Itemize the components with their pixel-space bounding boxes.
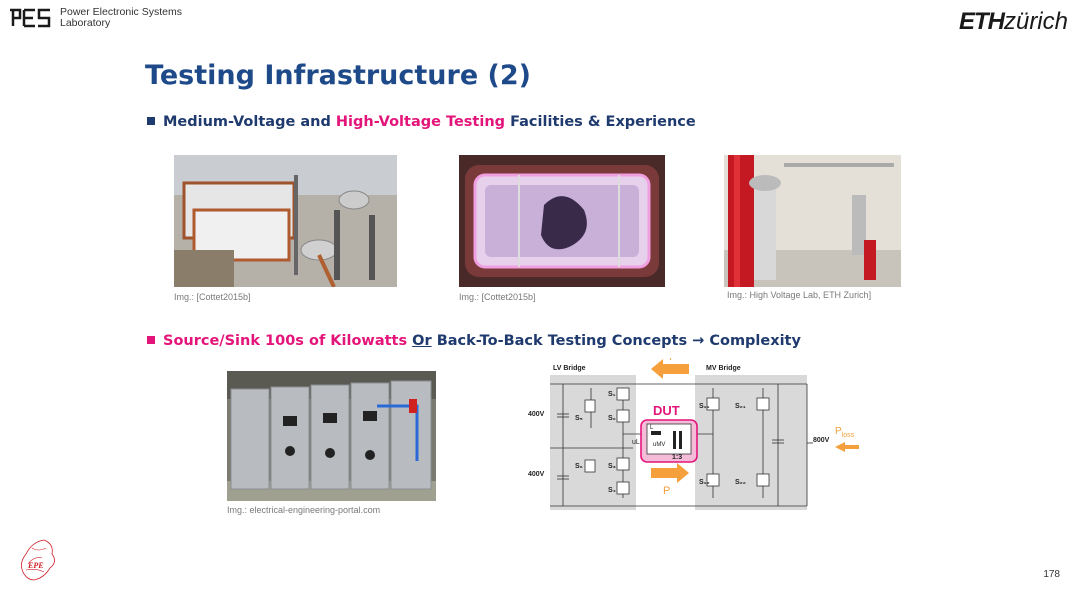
bullet1-highlight: High-Voltage Testing bbox=[335, 114, 506, 130]
caption-img4: Img.: electrical-engineering-portal.com bbox=[227, 505, 381, 515]
pes-logo-icon bbox=[10, 8, 51, 28]
bullet-hv-testing: Medium-Voltage and High-Voltage Testing … bbox=[147, 114, 696, 130]
lab-name-line2: Laboratory bbox=[60, 17, 111, 29]
svg-text:EPE: EPE bbox=[27, 561, 44, 570]
switch-s5: S₅ bbox=[575, 415, 583, 422]
power-arrow-top-icon bbox=[651, 359, 689, 379]
p-top-label: P bbox=[669, 358, 676, 363]
switch-s3: S₃ bbox=[608, 463, 616, 470]
bullet1-part1: Medium-Voltage and bbox=[163, 114, 336, 130]
bullet1-part3: Facilities & Experience bbox=[505, 114, 696, 130]
bullet2-part3: Back-To-Back Testing Concepts → Complexi… bbox=[431, 333, 801, 349]
hv-lab-photo bbox=[724, 155, 901, 287]
lab-name: Power Electronic Systems Laboratory bbox=[60, 7, 182, 29]
bullet-square-icon bbox=[147, 336, 155, 344]
lv-bridge-label: LV Bridge bbox=[553, 365, 586, 372]
voltage-400v-top: 400V bbox=[528, 411, 545, 418]
switch-s22: S₂₂ bbox=[735, 479, 746, 486]
mv-bridge-shade bbox=[695, 375, 807, 510]
voltage-400v-bottom: 400V bbox=[528, 471, 545, 478]
voltage-800v: 800V bbox=[813, 437, 830, 444]
switch-s1: S₁ bbox=[608, 391, 616, 398]
eth-logo-rest: zürich bbox=[1003, 8, 1068, 35]
mv-bridge-label: MV Bridge bbox=[706, 365, 741, 372]
caption-img1: Img.: [Cottet2015b] bbox=[174, 292, 251, 302]
bullet2-part1: Source/Sink 100s of Kilowatts bbox=[163, 333, 413, 349]
label-ul: uL bbox=[632, 439, 640, 446]
bullet-source-sink: Source/Sink 100s of Kilowatts Or Back-To… bbox=[147, 333, 801, 349]
label-l: L bbox=[650, 425, 654, 431]
slide-title: Testing Infrastructure (2) bbox=[145, 60, 532, 91]
ploss-label: Ploss bbox=[835, 426, 855, 439]
switchgear-photo bbox=[227, 371, 436, 501]
ploss-arrow-icon bbox=[835, 442, 859, 452]
transformer-ratio: 1:3 bbox=[672, 454, 682, 461]
back-to-back-schematic: LV Bridge MV Bridge P P 400V 400V 800V S… bbox=[528, 358, 859, 510]
switch-s21: S₂₁ bbox=[735, 403, 746, 410]
epe-logo-icon: EPE bbox=[21, 539, 55, 581]
switch-s6: S₆ bbox=[575, 463, 583, 470]
lab-name-line1: Power Electronic Systems bbox=[60, 6, 182, 18]
page-number: 178 bbox=[1043, 569, 1060, 580]
dut-label: DUT bbox=[653, 403, 680, 418]
p-bottom-label: P bbox=[663, 485, 670, 497]
caption-img2: Img.: [Cottet2015b] bbox=[459, 292, 536, 302]
switch-s4: S₄ bbox=[608, 487, 616, 494]
mv-test-setup-photo bbox=[174, 155, 397, 287]
label-umv: uMV bbox=[653, 442, 665, 448]
bullet2-or: Or bbox=[412, 333, 432, 349]
power-arrow-bottom-icon bbox=[651, 463, 689, 483]
caption-img3: Img.: High Voltage Lab, ETH Zurich] bbox=[727, 290, 872, 300]
switch-s12: S₁₂ bbox=[699, 479, 710, 486]
switch-s2: S₂ bbox=[608, 415, 616, 422]
partial-discharge-photo bbox=[459, 155, 665, 287]
eth-logo-bold: ETH bbox=[958, 8, 1005, 35]
eth-logo: ETHzürich bbox=[959, 8, 1068, 36]
bullet-square-icon bbox=[147, 117, 155, 125]
switch-s11: S₁₁ bbox=[699, 403, 710, 410]
